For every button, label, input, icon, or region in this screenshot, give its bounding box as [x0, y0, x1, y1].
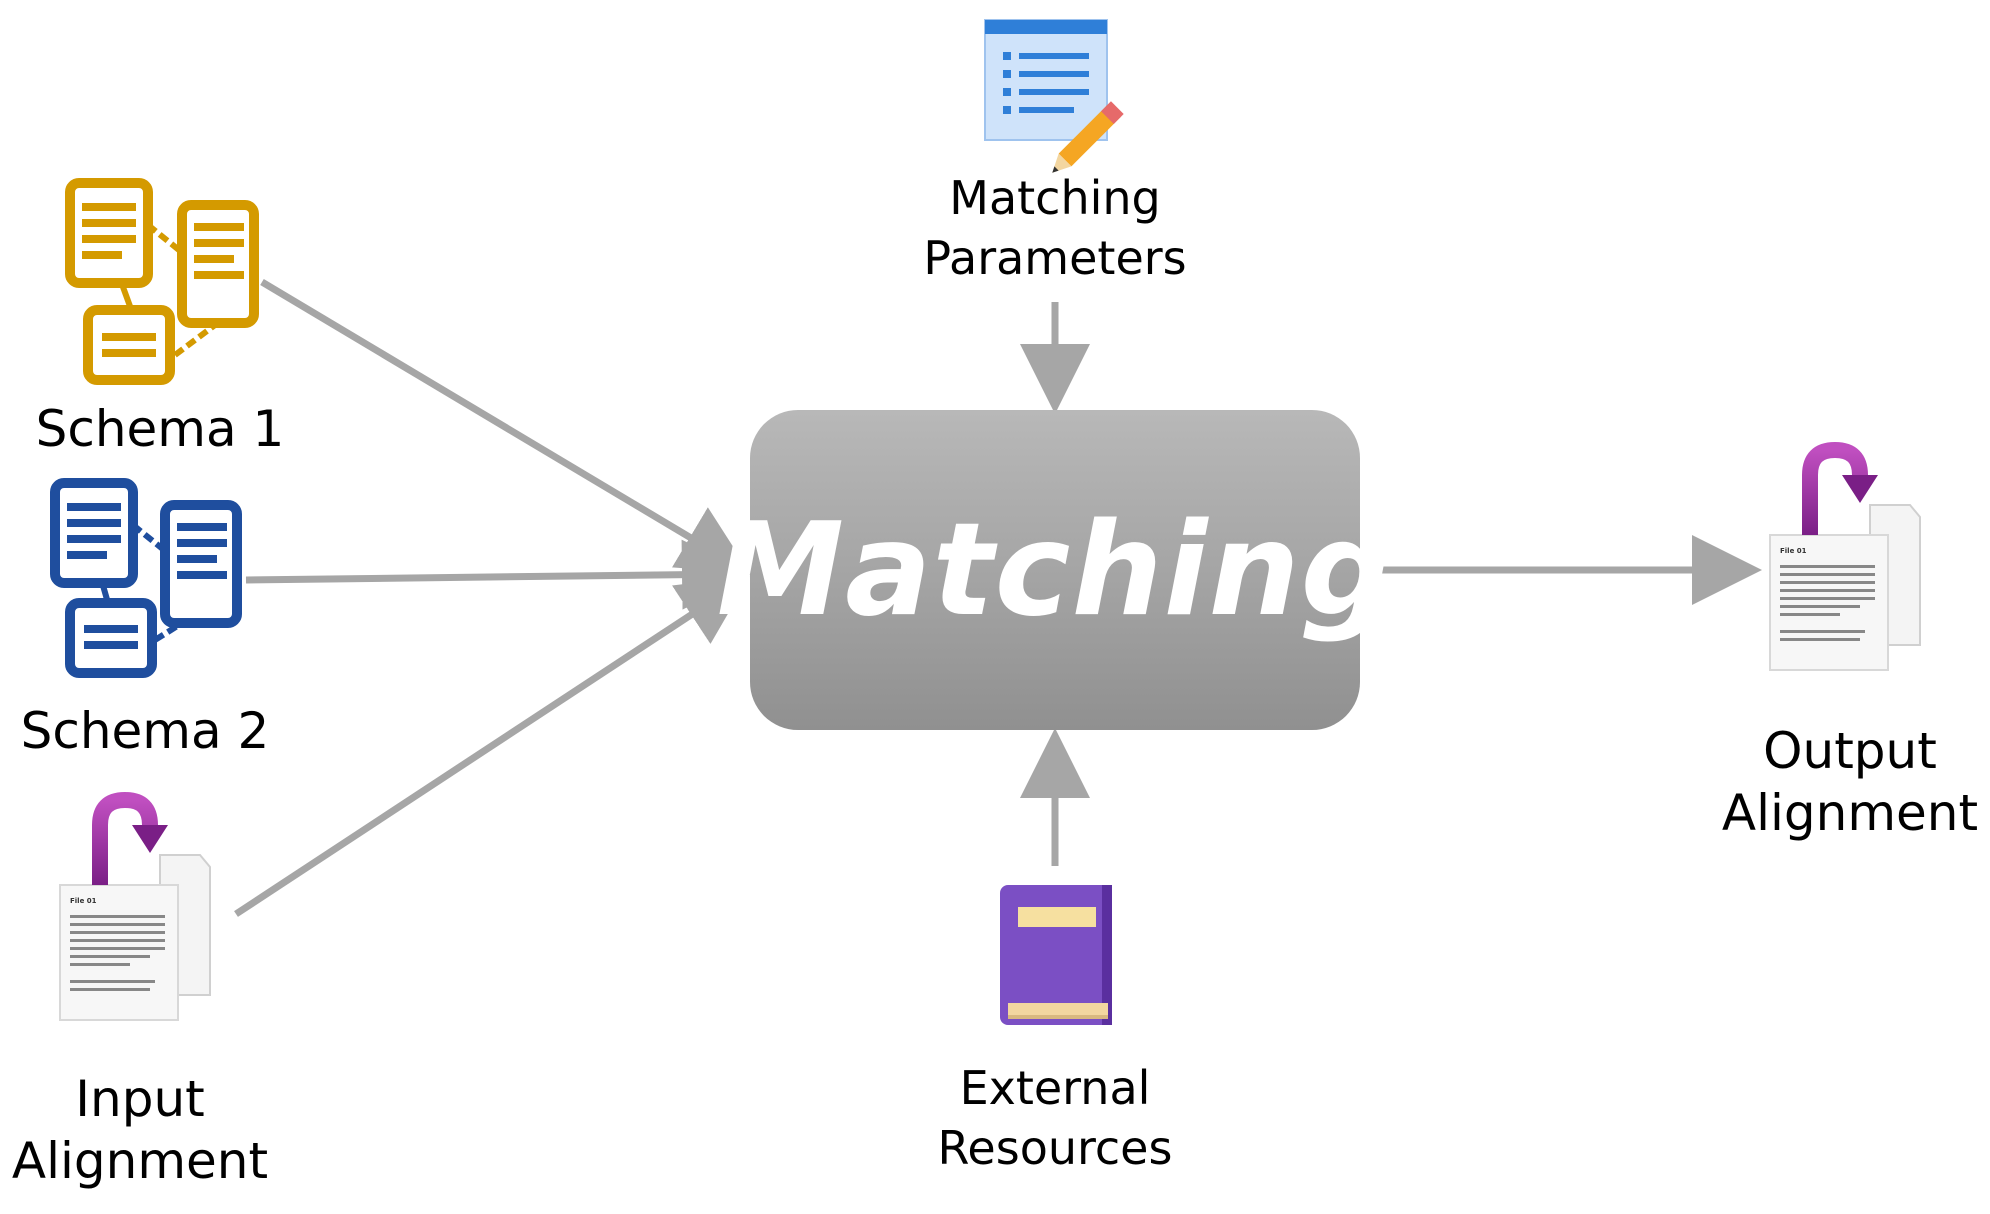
doc-file-label-output: File 01: [1780, 547, 1807, 555]
input-alignment-label-line2: Alignment: [11, 1132, 269, 1190]
output-alignment-label-line2: Alignment: [1721, 784, 1979, 842]
book-icon: [1000, 885, 1112, 1025]
parameters-list-icon: [984, 19, 1124, 173]
input-alignment-label: Input Alignment: [0, 1068, 280, 1192]
schema2-label: Schema 2: [20, 702, 270, 760]
output-alignment-label: Output Alignment: [1720, 720, 1980, 844]
parameters-label-line2: Parameters: [923, 231, 1187, 285]
arrow-schema1-to-matching: [260, 278, 751, 574]
resources-label-line2: Resources: [937, 1121, 1173, 1175]
arrow-schema2-to-matching: [245, 539, 752, 610]
output-alignment-icon: File 01: [1769, 441, 1921, 671]
output-alignment-label-line1: Output: [1763, 722, 1937, 780]
resources-label: External Resources: [905, 1058, 1205, 1178]
input-alignment-icon: File 01: [59, 791, 211, 1021]
matching-title: Matching: [716, 495, 1394, 645]
resources-label-line1: External: [959, 1061, 1151, 1115]
matching-process-box: Matching: [717, 410, 1392, 730]
parameters-label: Matching Parameters: [905, 168, 1205, 288]
input-alignment-label-line1: Input: [75, 1070, 205, 1128]
parameters-label-line1: Matching: [949, 171, 1161, 225]
schema1-label: Schema 1: [35, 400, 285, 458]
schema1-icon: [65, 178, 259, 385]
schema2-icon: [50, 478, 242, 678]
arrow-input-alignment-to-matching: [234, 576, 750, 917]
doc-file-label: File 01: [70, 897, 97, 905]
